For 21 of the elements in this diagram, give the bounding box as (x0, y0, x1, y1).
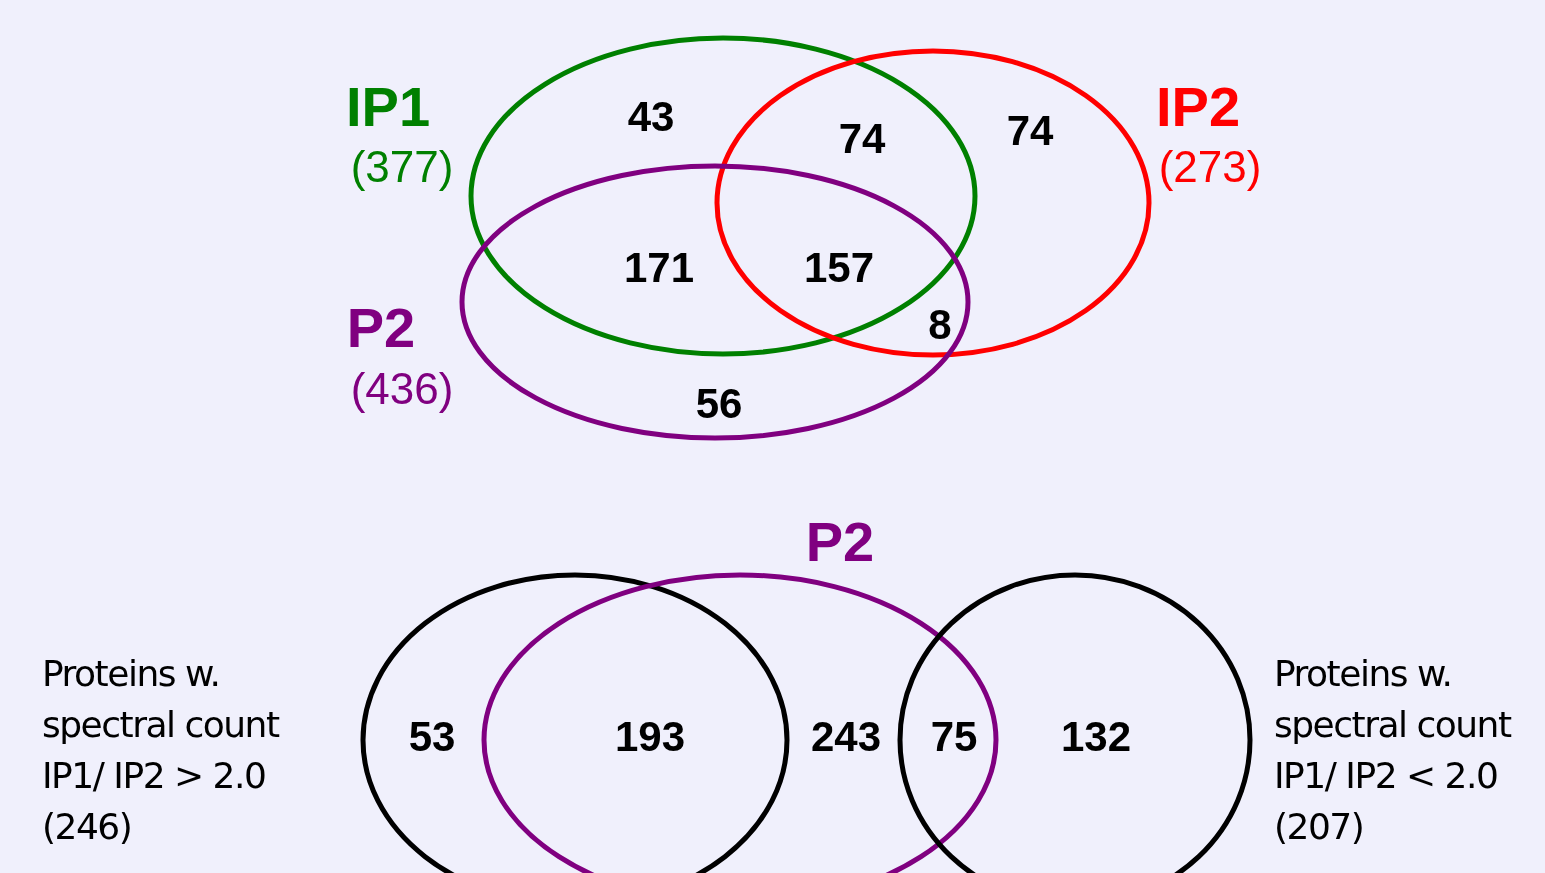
region-count: 8 (928, 304, 952, 346)
set-name: P2 (805, 514, 875, 570)
set-name: P2 (346, 300, 416, 356)
set-name: IP2 (1155, 79, 1241, 135)
region-count: 43 (627, 96, 675, 138)
set-name: IP1 (345, 79, 431, 135)
region-count: 193 (614, 716, 686, 758)
set-total: (436) (350, 367, 454, 411)
set-total: (273) (1158, 145, 1262, 189)
region-count: 243 (810, 716, 882, 758)
region-count: 157 (803, 247, 875, 289)
region-count: 74 (838, 118, 886, 160)
group-description: Proteins w. spectral count IP1/ IP2 > 2.0 (246) (42, 652, 281, 849)
group-description: Proteins w. spectral count IP1/ IP2 < 2.0 (207) (1274, 652, 1513, 849)
region-count: 132 (1060, 716, 1132, 758)
set-total: (377) (350, 145, 454, 189)
region-count: 75 (930, 716, 978, 758)
region-count: 74 (1006, 110, 1054, 152)
region-count: 53 (408, 716, 456, 758)
region-count: 171 (623, 247, 695, 289)
region-count: 56 (695, 383, 743, 425)
